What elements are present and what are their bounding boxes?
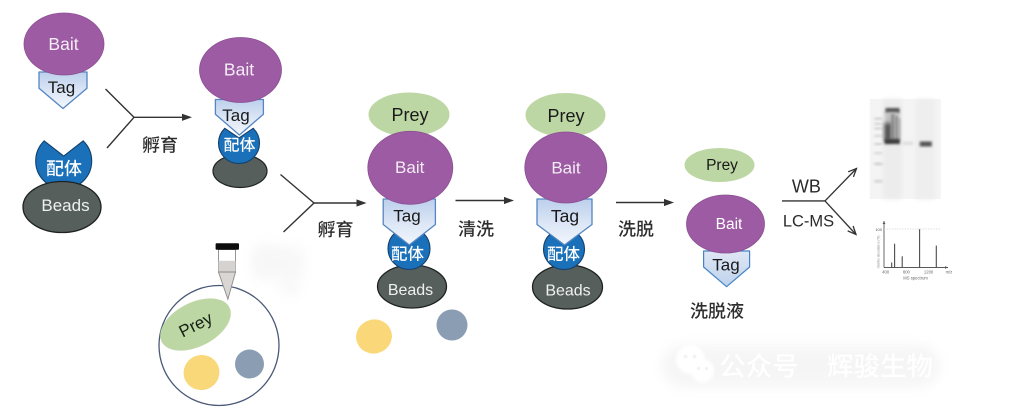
svg-text:Bait: Bait — [224, 60, 254, 80]
svg-text:Tag: Tag — [48, 78, 75, 97]
svg-text:Tag: Tag — [222, 106, 249, 125]
svg-text:WB: WB — [792, 177, 821, 197]
svg-text:Prey: Prey — [706, 157, 738, 174]
svg-text:1200: 1200 — [924, 270, 934, 275]
svg-text:Beads: Beads — [545, 283, 590, 300]
svg-text:Tag: Tag — [712, 256, 739, 275]
svg-text:Bait: Bait — [48, 34, 78, 54]
svg-text:Prey: Prey — [391, 105, 428, 125]
svg-text:LC-MS: LC-MS — [783, 213, 834, 231]
svg-text:relative abundance (%): relative abundance (%) — [877, 236, 881, 269]
svg-text:Bait: Bait — [395, 158, 425, 177]
svg-text:Bait: Bait — [551, 159, 581, 178]
svg-text:100: 100 — [875, 227, 882, 232]
svg-text:Tag: Tag — [393, 207, 420, 226]
svg-text:Prey: Prey — [547, 106, 584, 126]
svg-text:Beads: Beads — [388, 282, 433, 299]
svg-text:Bait: Bait — [716, 216, 743, 233]
svg-text:Tag: Tag — [551, 206, 579, 226]
svg-text:MS spectrum: MS spectrum — [903, 276, 928, 281]
svg-text:Beads: Beads — [41, 196, 89, 215]
svg-text:400: 400 — [882, 270, 890, 275]
svg-text:800: 800 — [903, 270, 911, 275]
svg-text:m/z: m/z — [946, 270, 953, 275]
